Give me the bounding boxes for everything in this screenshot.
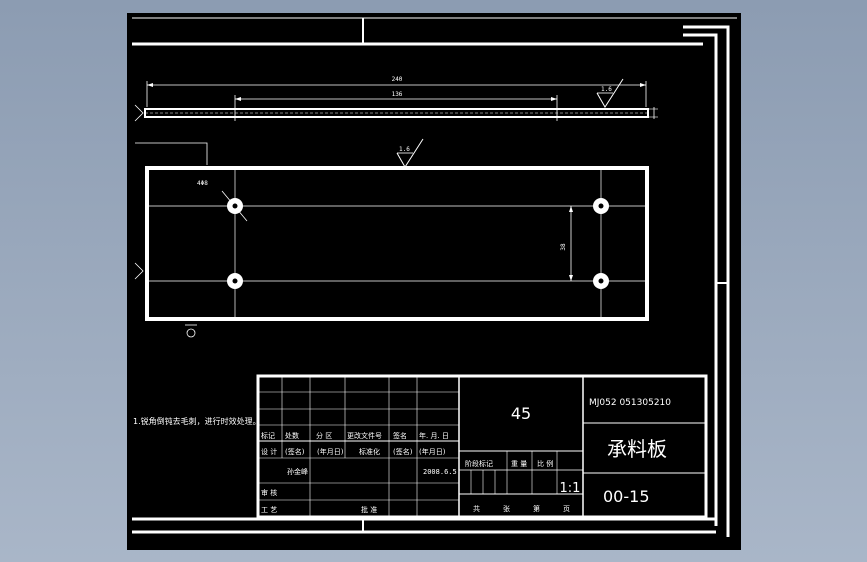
drawing-number: 00-15 [603,487,650,506]
hdr-page: 第 [533,504,540,513]
hdr-std-signed: (签名) [393,447,413,456]
surface-finish-top: 1.6 [601,86,612,93]
drawing-canvas: 240 136 1.6 4Φ8 38 1.6 1.锐角倒钝去毛刺，进行时效处理。 [132,17,737,537]
hdr-design: 设 计 [261,447,277,456]
hdr-std-ymd: (年月日) [419,447,446,456]
title-block [256,374,708,519]
hdr-zone: 分 区 [316,431,332,440]
drawing-frame [132,17,737,537]
hdr-standardize: 标准化 [359,447,380,456]
hdr-sheet-unit: 张 [503,504,510,513]
mounting-holes [227,198,609,289]
school-code: MJ052 051305210 [589,398,671,408]
hdr-mark: 标记 [261,431,275,440]
hdr-design-signed: (签名) [285,447,305,456]
cad-viewport[interactable]: 240 136 1.6 4Φ8 38 1.6 1.锐角倒钝去毛刺，进行时效处理。 [127,13,741,550]
designer-name: 孙金峰 [287,467,308,476]
hdr-sign: 签名 [393,431,407,440]
hdr-count: 处数 [285,431,299,440]
dim-inner-length: 136 [392,91,403,98]
hdr-change-doc: 更改文件号 [347,431,382,440]
hdr-review: 审 核 [261,488,277,497]
hdr-design-ymd: (年月日) [317,447,344,456]
hdr-total: 共 [473,504,480,513]
surface-finish-front: 1.6 [399,146,410,153]
design-date: 2008.6.5 [423,468,457,476]
hdr-process: 工 艺 [261,506,277,514]
dim-overall-length: 240 [392,76,403,83]
material: 45 [511,404,531,423]
dim-hole-spacing: 38 [560,243,567,251]
hdr-page-unit: 页 [563,505,570,513]
part-name: 承料板 [607,437,667,461]
hdr-date: 年. 月. 日 [419,431,449,440]
hdr-ratio: 比 例 [537,459,553,468]
hdr-approve: 批 准 [361,505,377,514]
side-view [134,78,658,122]
technical-note: 1.锐角倒钝去毛刺，进行时效处理。 [133,416,261,426]
front-view [134,138,649,338]
scale-value: 1:1 [560,481,581,496]
hdr-weight: 重 量 [511,460,527,468]
hole-callout: 4Φ8 [197,180,208,187]
hdr-stage-mark: 阶段标记 [465,459,493,468]
